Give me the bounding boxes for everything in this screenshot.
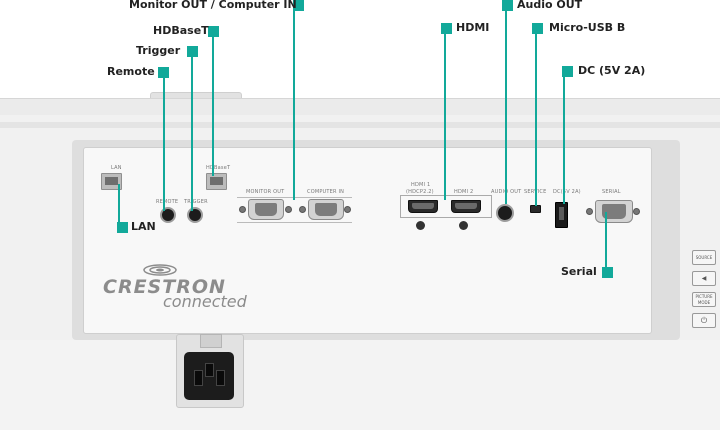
serial-screw <box>586 208 593 215</box>
callout-marker-hdmi <box>441 23 452 34</box>
callout-hdbaset: HDBaseT <box>153 24 209 37</box>
callout-remote: Remote <box>107 65 155 78</box>
power-pin <box>194 370 203 386</box>
panel-label-dc: DC(5V 2A) <box>553 189 581 195</box>
callout-marker-micro-usb <box>532 23 543 34</box>
callout-marker-monitor-computer <box>293 0 304 11</box>
hdmi2-port[interactable] <box>451 200 481 213</box>
remote-jack[interactable] <box>160 207 176 223</box>
leader-line-remote <box>163 76 165 211</box>
leader-line-lan <box>118 184 120 230</box>
hdbaset-port[interactable] <box>206 173 227 190</box>
computer-in-port[interactable] <box>308 199 344 220</box>
micro-usb-port[interactable] <box>530 205 541 213</box>
vga-screw <box>344 206 351 213</box>
crestron-connected-text: connected <box>163 292 247 311</box>
callout-audio-out: Audio OUT <box>517 0 583 11</box>
callout-hdmi: HDMI <box>456 21 490 34</box>
left-arrow-button[interactable]: ◀ <box>692 271 716 286</box>
callout-marker-hdbaset <box>208 26 219 37</box>
callout-trigger: Trigger <box>136 44 181 57</box>
callout-dc: DC (5V 2A) <box>578 64 646 77</box>
serial-port[interactable] <box>595 200 633 223</box>
callout-serial: Serial <box>561 265 597 278</box>
serial-screw <box>633 208 640 215</box>
leader-line-hdbaset <box>212 36 214 176</box>
dc-usb-port[interactable] <box>555 202 568 228</box>
trigger-jack[interactable] <box>187 207 203 223</box>
panel-label-hdbaset: HDBaseT <box>206 165 231 171</box>
projector-top-edge <box>0 98 720 119</box>
hdmi1-port[interactable] <box>408 200 438 213</box>
projector-lower-strip <box>0 340 720 430</box>
lan-port[interactable] <box>101 173 122 190</box>
vga-screw <box>299 206 306 213</box>
callout-marker-lan <box>117 222 128 233</box>
crestron-swirl-icon <box>142 262 178 276</box>
callout-lan: LAN <box>131 220 156 233</box>
hdmi2-indicator-icon <box>459 221 468 230</box>
panel-label-hdmi2: HDMI 2 <box>454 189 474 195</box>
panel-label-computer-in: COMPUTER IN <box>307 189 345 195</box>
panel-label-serial: SERIAL <box>602 189 621 195</box>
panel-label-trigger: TRIGGER <box>184 199 208 205</box>
callout-micro-usb: Micro-USB B <box>549 21 626 34</box>
leader-line-micro-usb <box>535 32 537 206</box>
callout-monitor-computer: Monitor OUT / Computer IN <box>129 0 297 11</box>
monitor-out-port[interactable] <box>248 199 284 220</box>
crestron-logo-text: CRESTRON <box>103 276 226 298</box>
leader-line-trigger <box>191 56 193 211</box>
panel-label-remote: REMOTE <box>156 199 179 205</box>
hdmi-group-frame <box>400 195 492 218</box>
vga-screw <box>239 206 246 213</box>
power-pin <box>216 370 225 386</box>
picture-mode-button[interactable]: PICTURE MODE <box>692 292 716 307</box>
leader-line-audio-out <box>505 6 507 204</box>
panel-label-hdmi1: HDMI 1 <box>411 182 431 188</box>
power-inlet-latch <box>200 334 222 348</box>
vga-screw <box>285 206 292 213</box>
io-panel <box>83 147 652 334</box>
leader-line-dc <box>563 76 565 204</box>
hdmi1-indicator-icon <box>416 221 425 230</box>
panel-label-monitor-out: MONITOR OUT <box>246 189 285 195</box>
source-button[interactable]: SOURCE <box>692 250 716 265</box>
callout-marker-remote <box>158 67 169 78</box>
callout-marker-audio-out <box>502 0 513 11</box>
power-button[interactable]: ⏻ <box>692 313 716 328</box>
callout-marker-serial <box>602 267 613 278</box>
callout-marker-trigger <box>187 46 198 57</box>
leader-line-hdmi <box>444 32 446 200</box>
ac-power-inlet[interactable] <box>184 352 234 400</box>
panel-label-hdmi1-hdcp: (HDCP2.2) <box>406 189 434 195</box>
leader-line-serial <box>605 212 607 270</box>
power-pin <box>205 363 214 377</box>
callout-marker-dc <box>562 66 573 77</box>
leader-line-monitor-computer <box>293 6 295 200</box>
projector-bevel <box>0 122 720 128</box>
audio-out-jack[interactable] <box>496 204 514 222</box>
panel-label-lan: LAN <box>111 165 122 171</box>
